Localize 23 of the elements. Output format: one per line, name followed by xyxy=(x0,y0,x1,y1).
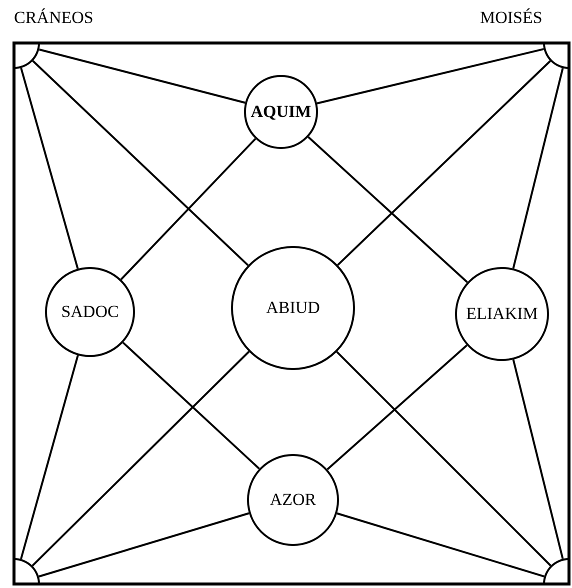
connector-line xyxy=(316,48,544,104)
corner-label: CRÁNEOS xyxy=(14,8,94,28)
connector-line xyxy=(512,68,564,269)
connector-line xyxy=(38,48,246,104)
connector-line xyxy=(20,355,79,560)
connector-line xyxy=(336,351,552,566)
node-label: SADOC xyxy=(61,302,119,322)
node-label: AQUIM xyxy=(250,102,312,122)
connector-line xyxy=(326,344,468,470)
connector-line xyxy=(512,359,564,559)
connector-line xyxy=(38,512,250,578)
node-label: ABIUD xyxy=(266,298,320,318)
connector-line xyxy=(32,60,249,266)
connector-line xyxy=(32,350,250,566)
corner-label: MOISÉS xyxy=(480,8,542,28)
connector-line xyxy=(336,512,544,578)
connector-line xyxy=(20,68,79,269)
connector-line xyxy=(308,136,468,284)
connector-line xyxy=(120,138,256,280)
node-label: ELIAKIM xyxy=(466,304,538,324)
connector-line xyxy=(122,342,260,470)
node-label: AZOR xyxy=(270,490,316,510)
connector-line xyxy=(337,60,551,266)
